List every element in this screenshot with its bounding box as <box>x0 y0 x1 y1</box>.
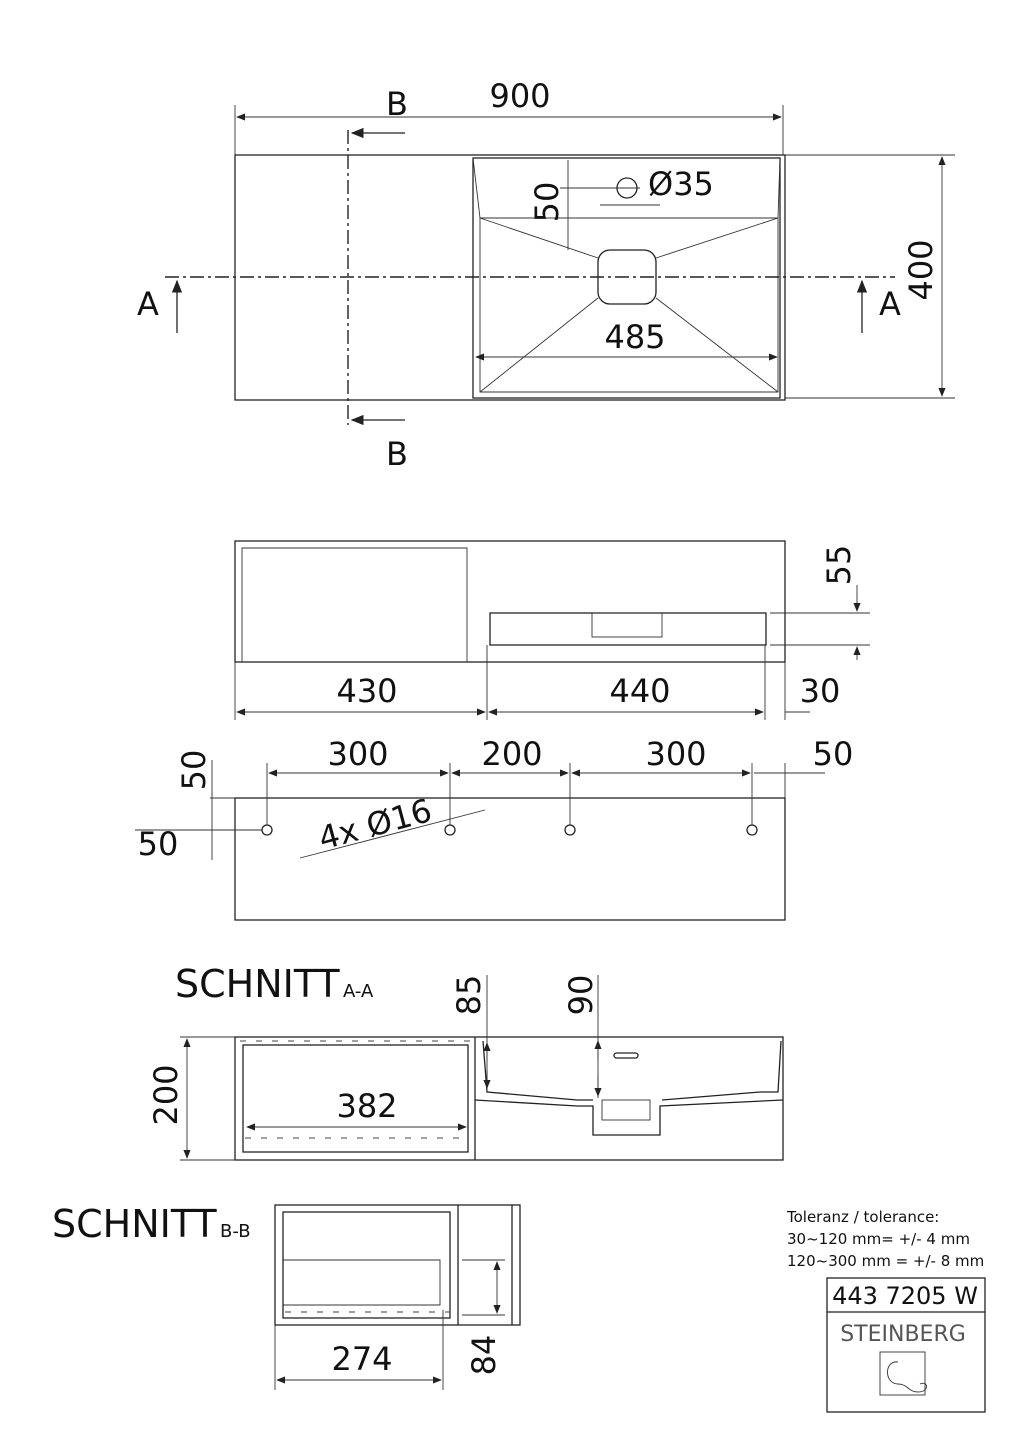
height-dim: 55 <box>820 545 858 586</box>
left-side-dim: 50 <box>138 825 179 863</box>
wall-view: 300 200 300 50 50 50 4x Ø16 <box>135 735 854 921</box>
width-dim: 900 <box>489 77 550 115</box>
article-number: 443 7205 W <box>832 1282 978 1310</box>
basin-width-dim: 440 <box>609 672 670 710</box>
mounting-hole <box>746 824 758 836</box>
drain-section <box>601 1099 651 1121</box>
right-dim: 30 <box>800 672 841 710</box>
overflow-icon <box>613 1052 639 1059</box>
tap-offset-dim: 50 <box>528 182 566 223</box>
section-bb-suffix: B-B <box>220 1221 251 1242</box>
depth-dim: 400 <box>902 239 940 300</box>
section-b-top: B <box>386 85 408 123</box>
section-a-right: A <box>879 285 901 323</box>
tolerance-line-1: 30~120 mm= +/- 4 mm <box>787 1230 970 1248</box>
section-bb: SCHNITT B-B 274 84 <box>52 1202 521 1390</box>
hole-spacing-dim-3: 300 <box>645 735 706 773</box>
section-bb-title: SCHNITT <box>52 1202 217 1246</box>
bb-height-dim: 84 <box>465 1335 503 1376</box>
hole-spacing-dim-2: 200 <box>481 735 542 773</box>
section-a-left: A <box>137 285 159 323</box>
tolerance-line-2: 120~300 mm = +/- 8 mm <box>787 1252 984 1270</box>
basin-dim: 485 <box>604 318 665 356</box>
tap-hole-dim: Ø35 <box>648 165 714 203</box>
steinberg-logo-icon <box>879 1351 927 1396</box>
top-view: 900 400 485 50 Ø35 B B A A <box>137 77 955 473</box>
inner-width-dim: 382 <box>336 1087 397 1125</box>
depth-left-dim: 85 <box>450 975 488 1016</box>
hole-edge-dim: 50 <box>813 735 854 773</box>
mounting-hole <box>261 824 273 836</box>
basin-bottom <box>479 217 779 393</box>
mounting-hole <box>564 824 576 836</box>
mounting-hole <box>444 824 456 836</box>
basin-outline <box>472 157 781 399</box>
brand-name: STEINBERG <box>840 1322 966 1347</box>
section-aa-suffix: A-A <box>343 981 374 1002</box>
depth-drain-dim: 90 <box>562 975 600 1016</box>
section-aa-title: SCHNITT <box>175 962 340 1006</box>
section-height-dim: 200 <box>147 1064 185 1125</box>
title-block: 443 7205 W STEINBERG <box>826 1277 986 1413</box>
hole-spacing-dim-1: 300 <box>327 735 388 773</box>
bb-width-dim: 274 <box>331 1340 392 1378</box>
section-b-bottom: B <box>386 435 408 473</box>
tolerance-heading: Toleranz / tolerance: <box>786 1208 939 1226</box>
left-top-dim: 50 <box>175 750 213 791</box>
holes-label: 4x Ø16 <box>315 791 436 858</box>
section-aa: SCHNITT A-A 382 85 90 200 <box>147 962 784 1161</box>
left-dim: 430 <box>336 672 397 710</box>
tolerance-note: Toleranz / tolerance: 30~120 mm= +/- 4 m… <box>786 1208 984 1270</box>
front-view: 430 440 30 55 <box>234 540 870 720</box>
